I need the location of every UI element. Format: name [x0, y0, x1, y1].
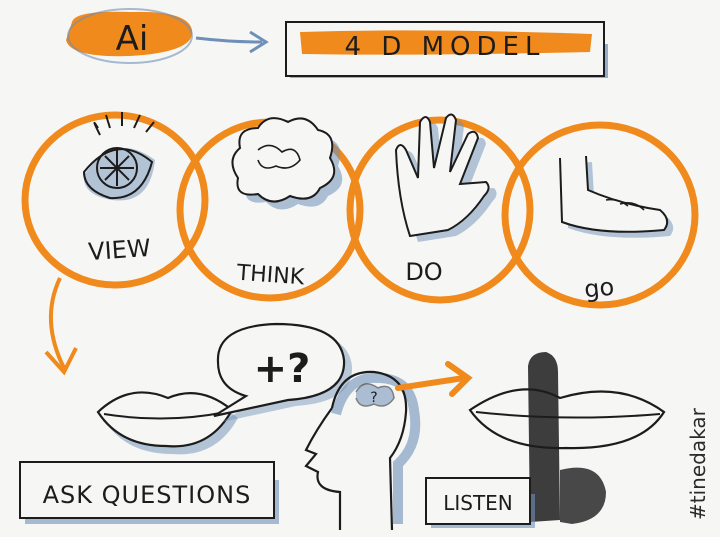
- ai-label: Ai: [116, 19, 149, 59]
- circle-view: [21, 111, 209, 289]
- stage-circles: [21, 111, 699, 309]
- curved-arrow-down-icon: [44, 277, 78, 376]
- eye-icon: [82, 112, 155, 201]
- lips-finger-icon: [468, 352, 666, 524]
- stage-label-go: go: [583, 273, 616, 304]
- circle-do: [346, 116, 534, 304]
- ask-questions-label: ASK QUESTIONS: [43, 481, 252, 509]
- head-question-mark: ?: [370, 390, 377, 406]
- listen-box: LISTEN: [425, 477, 535, 528]
- orange-arrow-right-icon: [395, 361, 473, 397]
- ai-badge: Ai: [66, 8, 193, 64]
- stage-label-view: VIEW: [87, 234, 151, 266]
- stage-label-do: DO: [405, 258, 442, 286]
- speech-bubble: +?: [213, 322, 353, 422]
- bubble-text: +?: [254, 346, 311, 392]
- arrow-right-icon: [195, 30, 269, 54]
- signature: #tinedakar: [686, 407, 710, 520]
- circle-go: [501, 121, 699, 309]
- hand-icon: [394, 113, 497, 242]
- ask-questions-box: ASK QUESTIONS: [19, 461, 279, 524]
- listen-label: LISTEN: [443, 491, 513, 515]
- foot-icon: [559, 155, 674, 238]
- model-title-box: 4 D MODEL: [285, 21, 608, 78]
- stage-label-think: THINK: [235, 261, 306, 291]
- thought-cloud-icon: [231, 117, 343, 210]
- model-title: 4 D MODEL: [345, 32, 546, 62]
- lips-icon: [96, 391, 238, 455]
